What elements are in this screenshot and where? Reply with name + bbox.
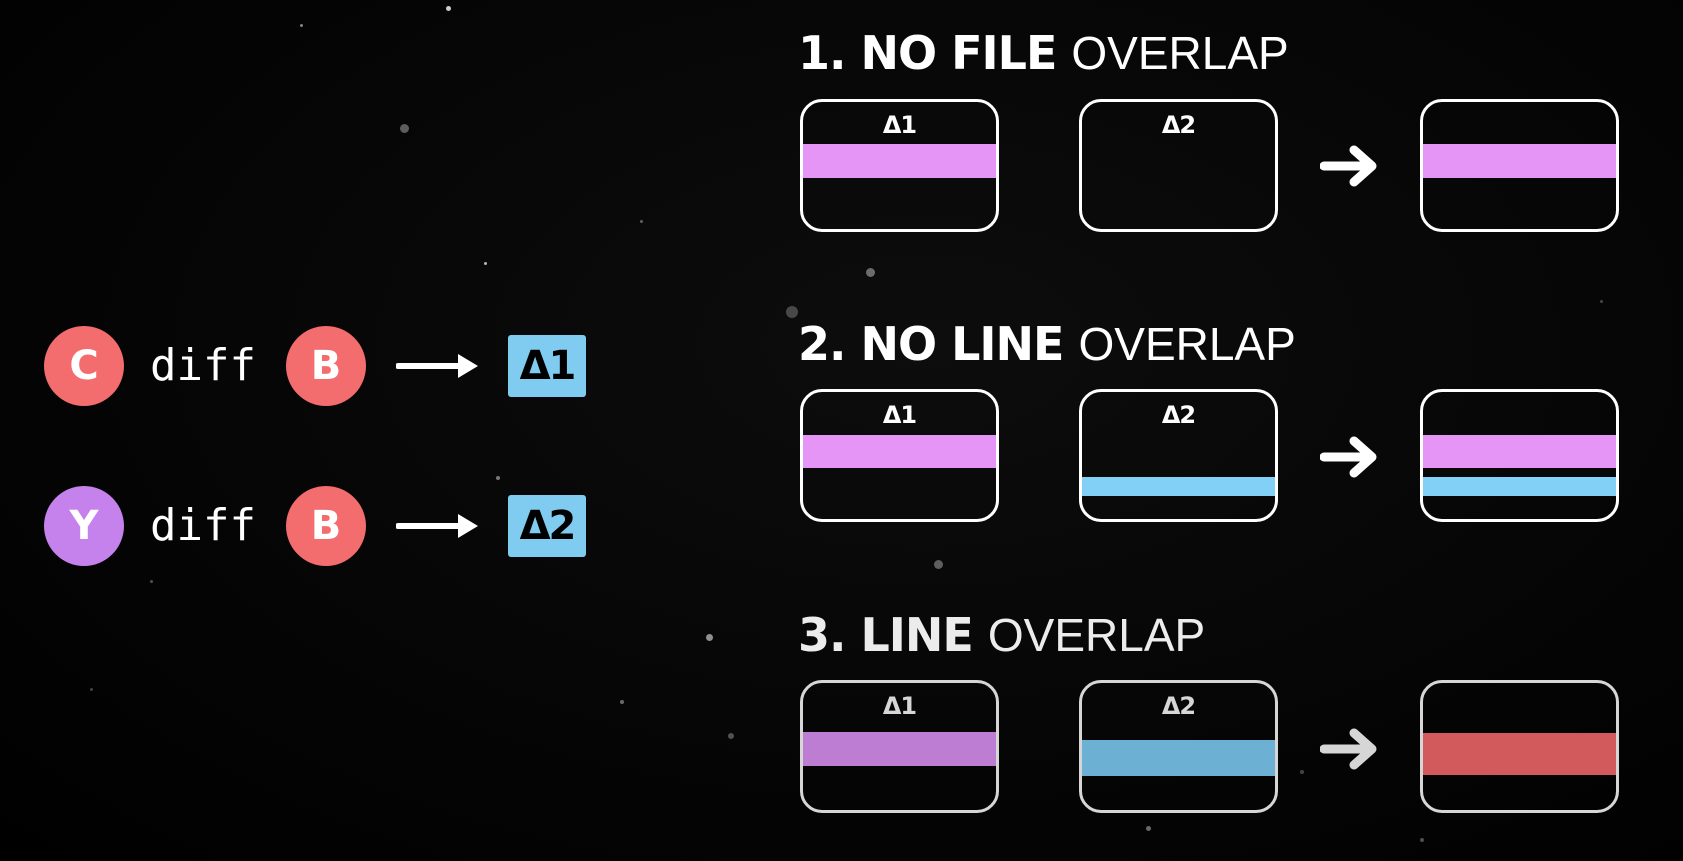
arrow-right-icon (1320, 436, 1377, 478)
scenario-title-bold: LINE (860, 608, 974, 662)
delta1-change-band (1423, 144, 1616, 178)
delta1-file-box: Δ1 (800, 99, 999, 232)
merged-file-box (1420, 389, 1619, 522)
scenario-title-light: OVERLAP (1078, 318, 1296, 370)
delta2-file-box: Δ2 (1079, 389, 1278, 522)
arrow-right-icon (1320, 728, 1377, 770)
scenario-title-light: OVERLAP (987, 609, 1206, 661)
arrow-right-icon (1320, 145, 1377, 187)
diff-row-y-b: Y diff B Δ2 (44, 486, 604, 566)
delta1-file-box: Δ1 (800, 680, 999, 813)
commit-b-circle: B (286, 486, 366, 566)
box-label: Δ2 (1161, 401, 1196, 429)
box-label: Δ1 (882, 692, 917, 720)
merged-file-box (1420, 99, 1619, 232)
scenario-heading: 2. NO LINE OVERLAP (798, 321, 1296, 367)
scenario-number: 2. (798, 317, 846, 371)
delta1-change-band (1423, 435, 1616, 468)
delta1-change-band (803, 435, 996, 468)
delta2-change-band (1423, 477, 1616, 496)
delta2-change-band (1082, 477, 1275, 496)
scenario-title-light: OVERLAP (1071, 27, 1289, 79)
box-label: Δ1 (882, 401, 917, 429)
diff-row-c-b: C diff B Δ1 (44, 326, 604, 406)
delta1-change-band (803, 732, 996, 766)
conflict-band (1423, 733, 1616, 775)
diff-command-label: diff (150, 500, 256, 551)
delta2-change-band (1082, 740, 1275, 776)
delta2-file-box: Δ2 (1079, 680, 1278, 813)
commit-y-circle: Y (44, 486, 124, 566)
delta1-badge: Δ1 (508, 335, 586, 397)
box-label: Δ2 (1161, 111, 1196, 139)
delta1-file-box: Δ1 (800, 389, 999, 522)
scenario-number: 3. (798, 608, 846, 662)
arrow-right-icon (396, 354, 478, 378)
box-label: Δ2 (1161, 692, 1196, 720)
scenario-heading: 1. NO FILE OVERLAP (798, 30, 1289, 76)
scenario-title-bold: NO FILE (860, 26, 1058, 80)
commit-b-circle: B (286, 326, 366, 406)
box-label: Δ1 (882, 111, 917, 139)
delta1-change-band (803, 144, 996, 178)
scenario-heading: 3. LINE OVERLAP (798, 612, 1205, 658)
scenario-number: 1. (798, 26, 846, 80)
delta2-file-box: Δ2 (1079, 99, 1278, 232)
merged-file-box (1420, 680, 1619, 813)
scenario-title-bold: NO LINE (860, 317, 1065, 371)
arrow-right-icon (396, 514, 478, 538)
diff-command-label: diff (150, 340, 256, 391)
commit-c-circle: C (44, 326, 124, 406)
delta2-badge: Δ2 (508, 495, 586, 557)
